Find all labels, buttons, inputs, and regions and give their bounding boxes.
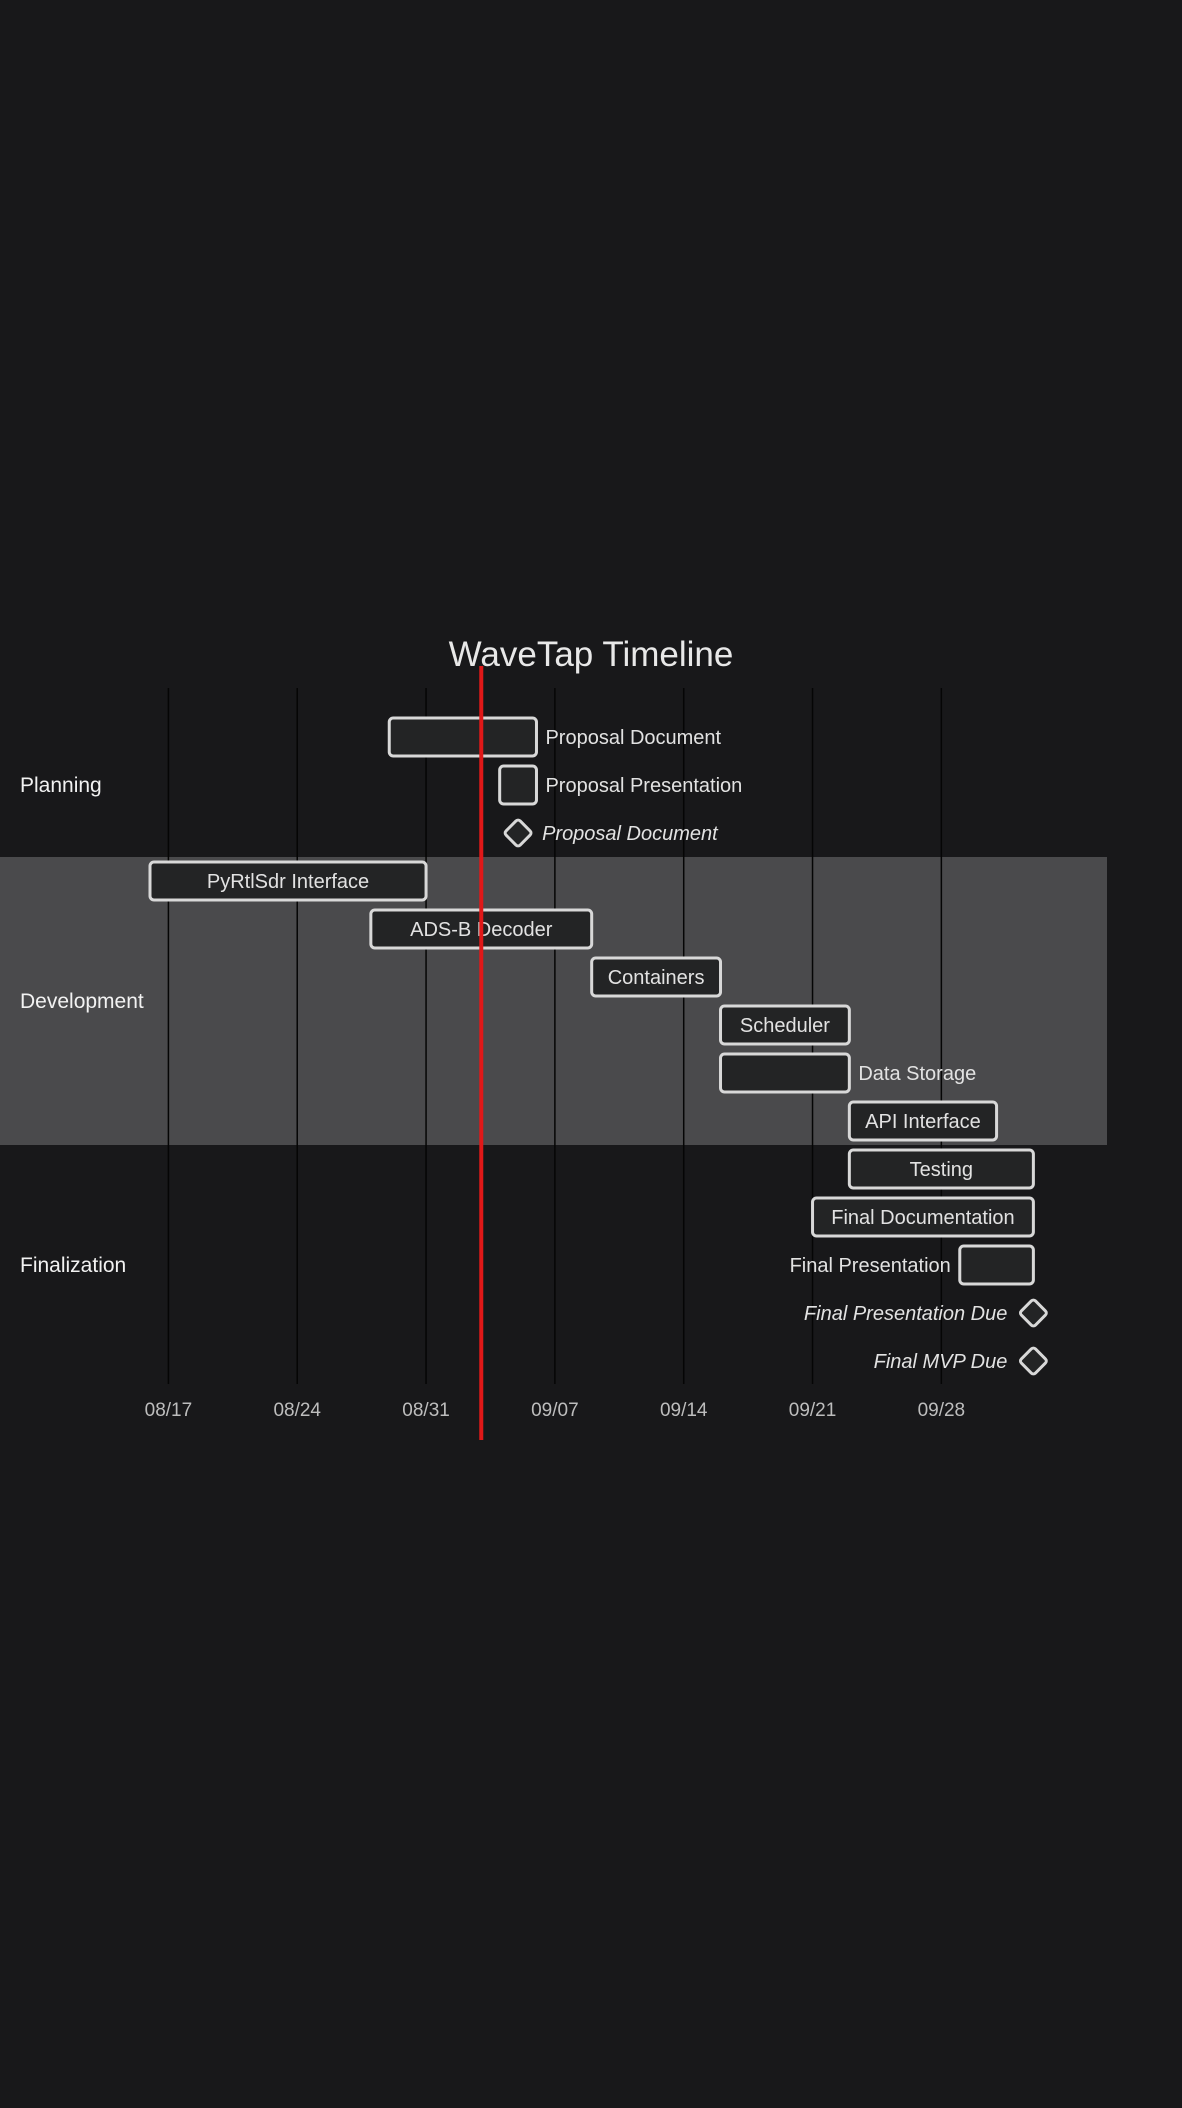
x-tick-label: 09/14	[660, 1400, 708, 1421]
x-tick-label: 08/17	[145, 1400, 193, 1421]
task-bar	[719, 1052, 851, 1094]
section-label: Finalization	[20, 1254, 126, 1277]
milestone-label: Final Presentation Due	[804, 1303, 1007, 1325]
task-bar	[847, 1148, 1035, 1190]
task-label: API Interface	[865, 1111, 981, 1133]
milestone-diamond	[503, 818, 533, 848]
task-label: Data Storage	[858, 1063, 976, 1085]
section-band	[0, 857, 1107, 1145]
task-label: Testing	[910, 1159, 973, 1181]
x-tick-label: 09/07	[531, 1400, 579, 1421]
task-bar	[958, 1244, 1035, 1286]
milestone-diamond	[1018, 1298, 1048, 1328]
x-tick-label: 08/24	[273, 1400, 321, 1421]
grid-lines	[167, 688, 943, 1384]
section-label: Development	[20, 990, 144, 1013]
x-tick-label: 08/31	[402, 1400, 450, 1421]
task-bar	[387, 716, 538, 758]
milestone-diamond	[1018, 1346, 1048, 1376]
task-label: Final Documentation	[831, 1207, 1014, 1229]
task-label: Final Presentation	[790, 1255, 951, 1277]
task-bar	[148, 860, 428, 902]
task-bar	[719, 1004, 851, 1046]
task-bar	[498, 764, 538, 806]
x-tick-label: 09/28	[918, 1400, 966, 1421]
task-label: PyRtlSdr Interface	[207, 871, 369, 893]
task-label: Containers	[608, 967, 705, 989]
task-bar	[590, 956, 723, 998]
task-label: Proposal Document	[545, 727, 721, 749]
milestone-label: Proposal Document	[542, 823, 719, 845]
task-label: Proposal Presentation	[545, 775, 742, 797]
x-axis-ticks: 08/17 08/24 08/31 09/07 09/14 09/21 09/28	[145, 1400, 966, 1421]
task-label: Scheduler	[740, 1015, 830, 1037]
chart-title: WaveTap Timeline	[449, 635, 734, 674]
task-bar	[811, 1196, 1035, 1238]
x-tick-label: 09/21	[789, 1400, 837, 1421]
task-bar	[847, 1100, 999, 1142]
section-bands	[0, 857, 1107, 1145]
section-label: Planning	[20, 774, 102, 797]
milestone-label: Final MVP Due	[874, 1351, 1008, 1373]
